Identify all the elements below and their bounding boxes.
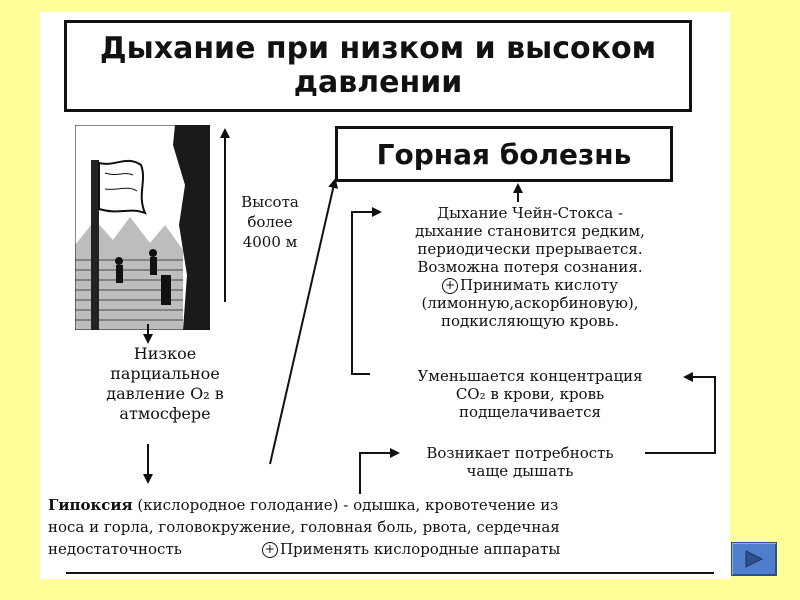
hypoxia-term: Гипоксия bbox=[48, 496, 133, 514]
breathing-need-text: Возникает потребность чаще дышать bbox=[395, 444, 645, 480]
cheyne-line: Дыхание Чейн-Стокса - bbox=[436, 204, 624, 222]
plus-circle-icon: + bbox=[261, 542, 278, 558]
play-next-icon bbox=[745, 550, 764, 568]
mountain-sickness-box: Горная болезнь bbox=[335, 126, 673, 182]
co2-line: CO₂ в крови, кровь bbox=[455, 385, 605, 403]
altitude-line: 4000 м bbox=[242, 233, 298, 251]
hypoxia-line-start: недостаточность bbox=[48, 540, 182, 558]
plus-circle-icon: + bbox=[442, 278, 458, 294]
cheyne-stokes-text: Дыхание Чейн-Стокса - дыхание становится… bbox=[365, 204, 695, 330]
co2-line: подщелачивается bbox=[459, 403, 601, 421]
next-slide-button[interactable] bbox=[731, 542, 777, 576]
hypoxia-line-rest: (кислородное голодание) - одышка, кровот… bbox=[132, 496, 559, 514]
arrow-to-cheyne bbox=[351, 207, 382, 375]
page-title: Дыхание при низком и высоком давлении bbox=[99, 31, 657, 100]
altitude-line: более bbox=[247, 213, 293, 231]
cheyne-line: Возможна потеря сознания. bbox=[417, 258, 643, 276]
cheyne-line: +Принимать кислоту bbox=[365, 276, 695, 294]
title-box: Дыхание при низком и высоком давлении bbox=[64, 20, 692, 112]
altitude-line: Высота bbox=[241, 193, 299, 211]
oxygen-advice: Применять кислородные аппараты bbox=[279, 540, 561, 558]
arrow-to-mountain-sickness bbox=[269, 178, 339, 465]
cheyne-line: (лимонную,аскорбиновую), bbox=[421, 294, 639, 312]
hypoxia-line: носа и горла, головокружение, головная б… bbox=[48, 518, 560, 536]
mountain-climber-illustration bbox=[75, 125, 210, 330]
co2-text: Уменьшается концентрация CO₂ в крови, кр… bbox=[365, 367, 695, 421]
slide: Дыхание при низком и высоком давлении Го… bbox=[40, 12, 730, 579]
hypoxia-text: Гипоксия (кислородное голодание) - одышк… bbox=[48, 494, 728, 560]
low-pressure-line: атмосфере bbox=[119, 404, 211, 423]
cheyne-line: подкисляющую кровь. bbox=[440, 312, 620, 330]
need-line: Возникает потребность bbox=[426, 444, 614, 462]
low-pressure-text: Низкое парциальное давление O₂ в атмосфе… bbox=[80, 344, 250, 424]
bottom-divider bbox=[66, 572, 714, 574]
low-pressure-line: давление O₂ в bbox=[106, 384, 224, 403]
cheyne-line: периодически прерывается. bbox=[417, 240, 643, 258]
hypoxia-line: Гипоксия (кислородное голодание) - одышк… bbox=[48, 494, 728, 516]
flow-arrows bbox=[143, 128, 716, 494]
need-line: чаще дышать bbox=[466, 462, 574, 480]
co2-line: Уменьшается концентрация bbox=[417, 367, 643, 385]
cheyne-advice: Принимать кислоту bbox=[460, 276, 618, 294]
cheyne-line: дыхание становится редким, bbox=[415, 222, 645, 240]
altitude-label: Высота более 4000 м bbox=[220, 192, 320, 252]
low-pressure-line: Низкое bbox=[133, 344, 197, 363]
low-pressure-line: парциальное bbox=[110, 364, 220, 383]
hypoxia-line: недостаточность +Применять кислородные ап… bbox=[48, 538, 728, 560]
arrow-to-breathing-need bbox=[359, 448, 400, 494]
arrow-to-co2 bbox=[645, 372, 716, 454]
